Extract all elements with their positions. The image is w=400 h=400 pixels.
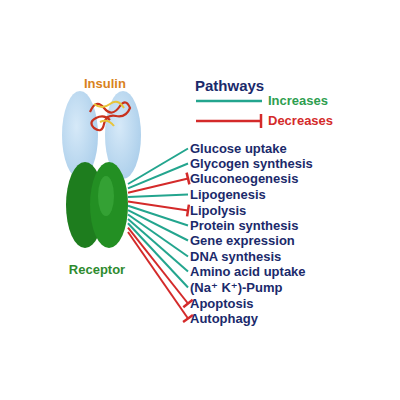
receptor-shape: [66, 162, 128, 248]
pathway-text: Autophagy: [190, 311, 258, 326]
connector-line: [128, 215, 188, 257]
pathway-label-node: Lipogenesis: [190, 187, 266, 203]
activation-connector: [128, 195, 188, 198]
connector-line: [128, 228, 188, 304]
pathway-text: Gluconeogenesis: [190, 171, 298, 186]
pathway-label-node: Protein synthesis: [190, 218, 298, 234]
pathway-text: Amino acid uptake: [190, 264, 306, 279]
pathway-text: Lipogenesis: [190, 187, 266, 202]
pathway-label-node: DNA synthesis: [190, 249, 281, 265]
inhibition-bar: [187, 173, 190, 185]
connector-line: [128, 232, 188, 319]
decrease-sample-bar: [260, 114, 263, 128]
activation-connector: [128, 215, 188, 257]
inhibition-connector: [128, 228, 193, 308]
pathway-text: Apoptosis: [190, 296, 254, 311]
legend-text: Decreases: [268, 113, 333, 128]
receptor-highlight: [98, 176, 114, 216]
legend-heading: Pathways: [195, 77, 264, 94]
increase-sample-line: [196, 100, 262, 103]
molecule-label: Insulin: [84, 76, 126, 91]
pathway-label-node: Glucose uptake: [190, 141, 287, 157]
connector-line: [128, 223, 188, 287]
insulin-molecule: [90, 102, 130, 130]
pathway-text: Glycogen synthesis: [190, 156, 313, 171]
inhibition-connector: [128, 232, 193, 322]
receptor-node: Receptor: [66, 162, 128, 248]
pathway-text: (Na⁺ K⁺)-Pump: [190, 280, 282, 295]
connector-line: [128, 195, 188, 198]
receptor-label: Receptor: [69, 262, 125, 277]
pathway-text: Glucose uptake: [190, 141, 287, 156]
legend-text: Increases: [268, 93, 328, 108]
pathway-label-node: (Na⁺ K⁺)-Pump: [190, 280, 282, 296]
connector-line: [128, 179, 188, 193]
inhibition-bar: [187, 205, 189, 217]
activation-connector: [128, 223, 188, 287]
decrease-sample-line: [196, 120, 260, 123]
pathway-text: Gene expression: [190, 233, 295, 248]
pathway-text: DNA synthesis: [190, 249, 281, 264]
pathway-label-node: Lipolysis: [190, 203, 246, 219]
pathway-label-node: Amino acid uptake: [190, 264, 306, 280]
pathway-text: Protein synthesis: [190, 218, 298, 233]
receptor-beta-subunit: [90, 162, 128, 248]
pathway-label-node: Glycogen synthesis: [190, 156, 313, 172]
inhibition-connector: [128, 173, 189, 193]
pathway-label-node: Gene expression: [190, 233, 295, 249]
pathway-text: Lipolysis: [190, 203, 246, 218]
pathway-label-node: Apoptosis: [190, 296, 254, 312]
pathway-label-node: Gluconeogenesis: [190, 171, 298, 187]
insulin-molecule: [94, 102, 124, 126]
pathway-label-node: Autophagy: [190, 311, 258, 327]
